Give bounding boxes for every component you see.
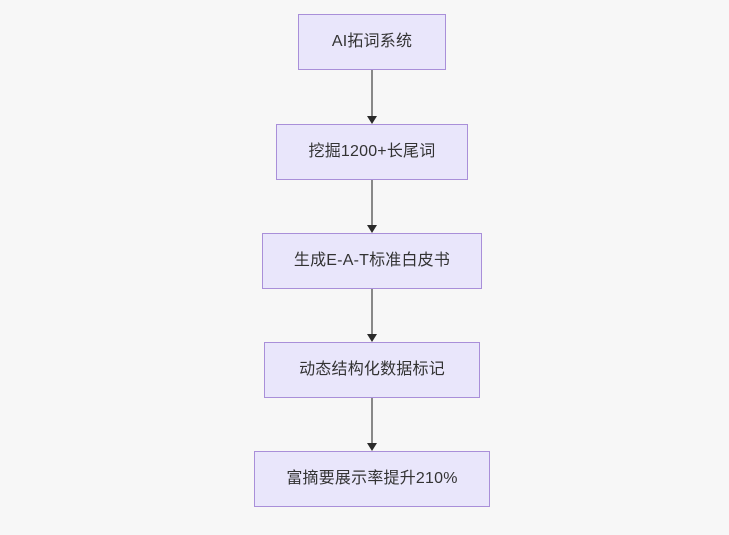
flow-arrowhead-3-to-4 xyxy=(367,334,377,342)
flow-node-4[interactable]: 动态结构化数据标记 xyxy=(264,342,480,398)
flow-node-2[interactable]: 挖掘1200+长尾词 xyxy=(276,124,468,180)
flow-arrowhead-4-to-5 xyxy=(367,443,377,451)
flow-edge-1-to-2 xyxy=(371,70,373,116)
flow-arrowhead-2-to-3 xyxy=(367,225,377,233)
flow-edge-3-to-4 xyxy=(371,289,373,334)
flow-edge-2-to-3 xyxy=(371,180,373,225)
flow-node-5-label: 富摘要展示率提升210% xyxy=(286,470,458,488)
flow-node-2-label: 挖掘1200+长尾词 xyxy=(308,143,436,161)
flow-arrowhead-1-to-2 xyxy=(367,116,377,124)
flow-node-3[interactable]: 生成E-A-T标准白皮书 xyxy=(262,233,482,289)
flow-node-3-label: 生成E-A-T标准白皮书 xyxy=(293,252,451,270)
flow-node-5[interactable]: 富摘要展示率提升210% xyxy=(254,451,490,507)
flow-edge-4-to-5 xyxy=(371,398,373,443)
flow-node-1-label: AI拓词系统 xyxy=(331,33,413,51)
flow-node-1[interactable]: AI拓词系统 xyxy=(298,14,446,70)
flow-node-4-label: 动态结构化数据标记 xyxy=(299,361,445,379)
